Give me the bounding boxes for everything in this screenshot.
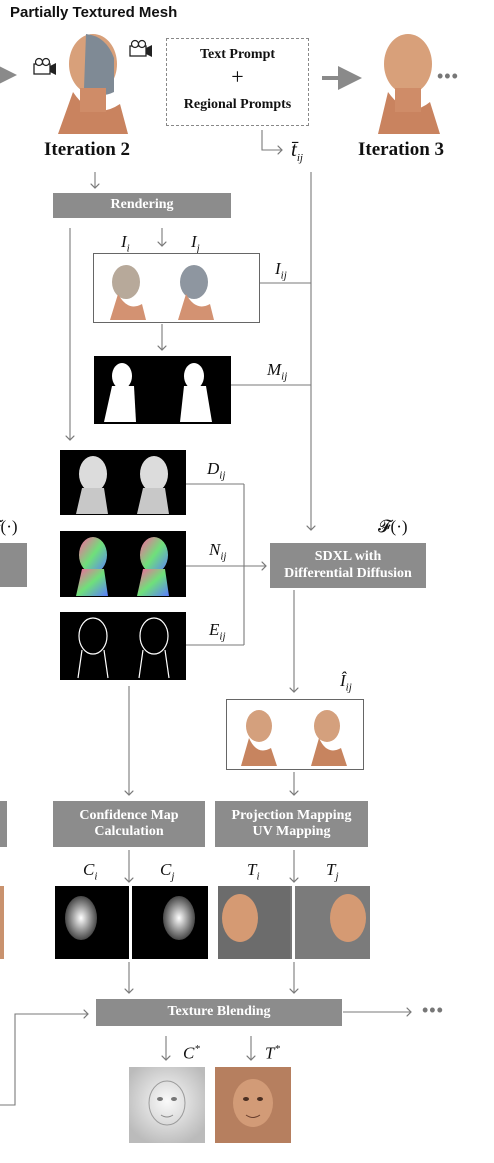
I-ij-label: Iij bbox=[275, 259, 287, 282]
projection-uv-mapping-box: Projection Mapping UV Mapping bbox=[215, 801, 368, 847]
iteration-2-label: Iteration 2 bbox=[44, 139, 131, 160]
generated-heads-image bbox=[241, 710, 347, 766]
normal-map-image bbox=[60, 531, 186, 597]
C-i-label: Ci bbox=[83, 860, 98, 883]
N-ij-label: Nij bbox=[209, 540, 227, 563]
final-confidence-map-image bbox=[129, 1067, 205, 1143]
M-ij-label: Mij bbox=[267, 360, 288, 383]
t-bar-ij-label: t̄ij bbox=[291, 137, 303, 165]
I-hat-ij-label: Îij bbox=[340, 671, 352, 694]
E-ij-label: Eij bbox=[209, 620, 226, 643]
T-i-label: Ti bbox=[247, 860, 260, 883]
C-star-label: C* bbox=[183, 1043, 200, 1063]
camera-icon-left bbox=[33, 57, 56, 75]
generated-images-frame bbox=[226, 699, 364, 770]
prompt-box: Text Prompt + Regional Prompts bbox=[166, 38, 309, 126]
D-ij-label: Dij bbox=[207, 459, 226, 482]
sdxl-differential-diffusion-box: SDXL with Differential Diffusion bbox=[270, 543, 426, 588]
rendering-box: Rendering bbox=[53, 193, 231, 218]
iteration-3-head-image bbox=[378, 34, 440, 134]
final-texture-map-image bbox=[215, 1067, 291, 1143]
texture-maps-image bbox=[218, 886, 370, 959]
partial-texture-left bbox=[0, 886, 4, 959]
texture-blending-box: Texture Blending bbox=[96, 999, 342, 1026]
C-j-label: Cj bbox=[160, 860, 175, 883]
ellipsis-top: ••• bbox=[437, 66, 459, 86]
ellipsis-right: ••• bbox=[422, 1000, 444, 1020]
edge-map-image bbox=[60, 612, 186, 680]
regional-prompts-label: Regional Prompts bbox=[183, 97, 292, 112]
T-j-label: Tj bbox=[326, 860, 339, 883]
confidence-maps-image bbox=[55, 886, 208, 959]
partial-mesh-head-image bbox=[33, 34, 152, 134]
text-prompt-label: Text Prompt bbox=[199, 47, 276, 62]
mask-image bbox=[94, 356, 231, 424]
F-operator-label: 𝓕(·) bbox=[378, 517, 408, 536]
confidence-map-calculation-box: Confidence Map Calculation bbox=[53, 801, 205, 847]
plus-sign: + bbox=[231, 64, 244, 89]
T-star-label: T* bbox=[265, 1043, 280, 1063]
camera-icon-right bbox=[129, 39, 152, 57]
partial-box-left bbox=[0, 543, 27, 587]
I-i-label: Ii bbox=[121, 232, 130, 255]
partial-box-left-2 bbox=[0, 801, 7, 847]
partially-textured-mesh-title: Partially Textured Mesh bbox=[10, 4, 178, 21]
I-j-label: Ij bbox=[191, 232, 200, 255]
F-operator-left-label: 𝓕(·) bbox=[0, 517, 18, 536]
depth-map-image bbox=[60, 450, 186, 515]
rendered-heads-image bbox=[110, 265, 214, 320]
iteration-3-label: Iteration 3 bbox=[358, 139, 445, 160]
rendered-images-frame bbox=[93, 253, 260, 323]
